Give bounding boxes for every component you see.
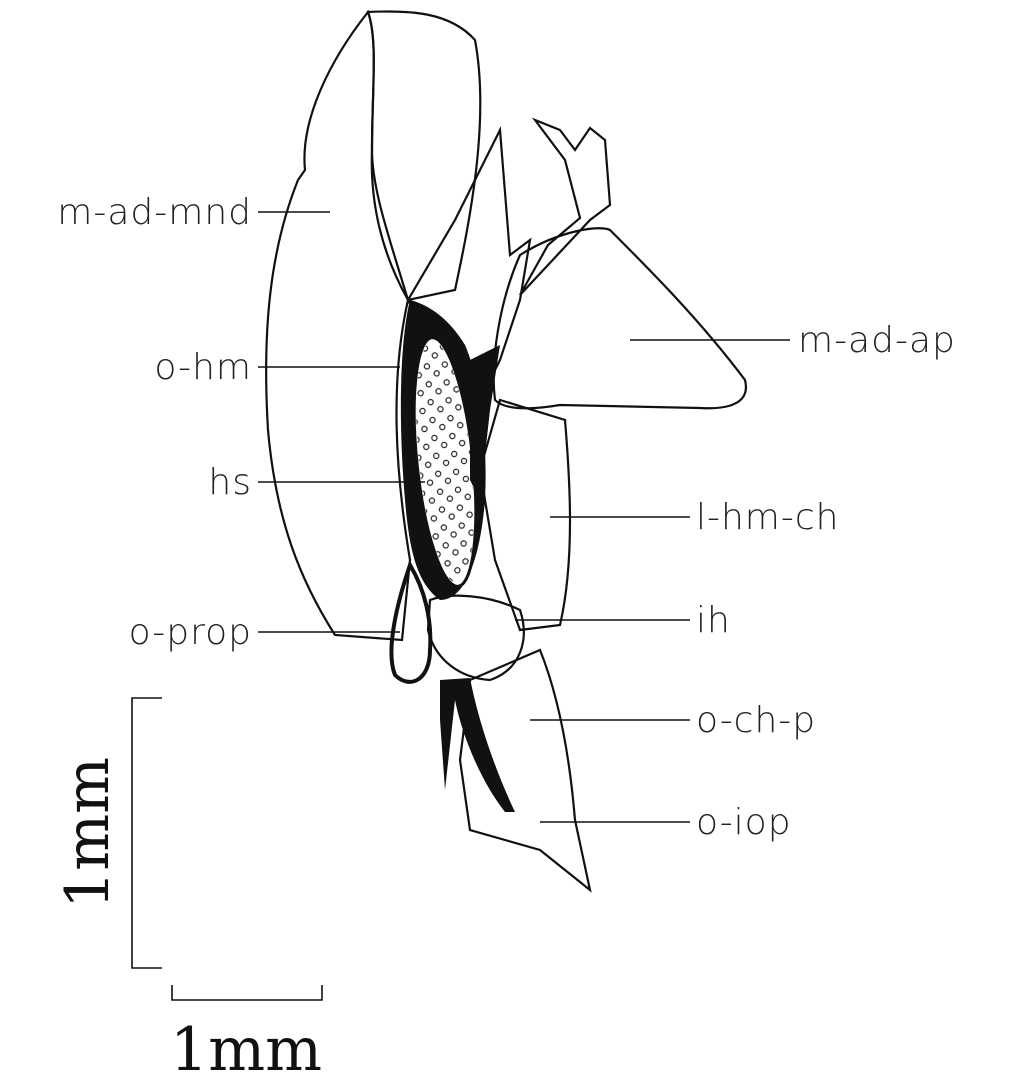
dotted-band: [368, 11, 480, 300]
horizontal-scale-bar: [172, 985, 322, 1000]
mandibular-adductor-muscle: [266, 12, 410, 640]
label-m-ad-ap: m-ad-ap: [798, 320, 956, 361]
black-claw: [440, 678, 515, 812]
adductor-arcus-palatini: [494, 228, 746, 408]
label-o-iop: o-iop: [696, 802, 792, 843]
horizontal-scale-label: 1mm: [170, 1015, 322, 1078]
interhyal-region: [428, 596, 524, 680]
vertical-scale-label: 1mm: [53, 757, 123, 909]
label-ih: ih: [696, 600, 731, 641]
dorsal-process: [520, 120, 610, 295]
label-hs: hs: [208, 462, 252, 503]
label-l-hm-ch: l-hm-ch: [696, 497, 839, 538]
label-o-hm: o-hm: [154, 347, 252, 388]
label-o-ch-p: o-ch-p: [696, 700, 816, 741]
label-o-prop: o-prop: [129, 612, 252, 653]
ligament-region: [480, 400, 570, 630]
vertical-scale-bar: [132, 698, 162, 968]
label-m-ad-mnd: m-ad-mnd: [57, 192, 252, 233]
